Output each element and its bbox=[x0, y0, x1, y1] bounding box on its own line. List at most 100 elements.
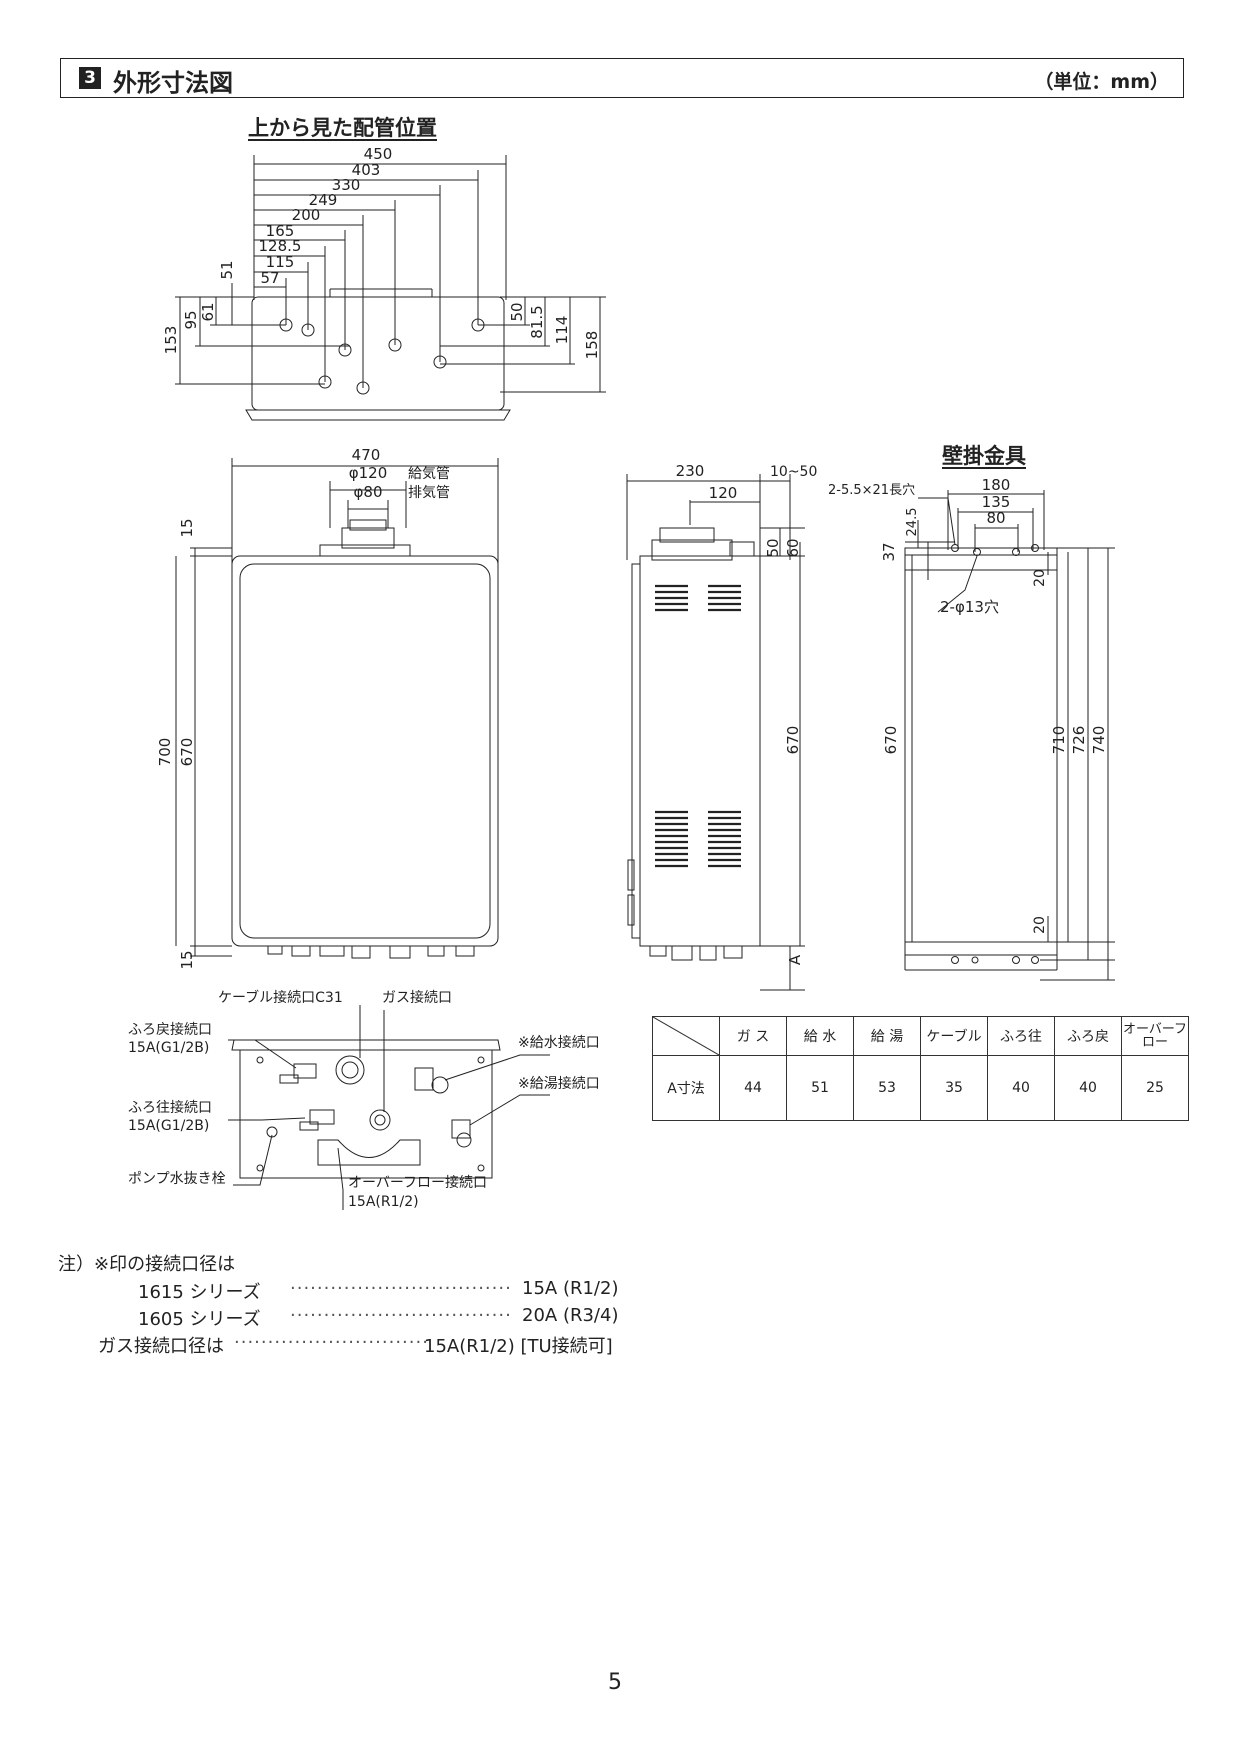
table-header-cell: ふろ戻 bbox=[1054, 1016, 1122, 1056]
table-header-row: ガ ス 給 水 給 湯 ケーブル ふろ往 ふろ戻 オーバーフロー bbox=[652, 1016, 1189, 1056]
pump-drain-label: ポンプ水抜き栓 bbox=[128, 1171, 226, 1187]
dim-403: 403 bbox=[352, 161, 381, 179]
bath-return-label: ふろ戻接続口 bbox=[128, 1021, 212, 1038]
table-cell: 40 bbox=[987, 1055, 1055, 1121]
table-cell: 53 bbox=[853, 1055, 921, 1121]
note-leader-dots: ································· bbox=[290, 1278, 512, 1299]
dim-81-5: 81.5 bbox=[528, 305, 546, 338]
table-cell: 25 bbox=[1121, 1055, 1189, 1121]
dim-51: 51 bbox=[218, 260, 236, 279]
table-cell: 35 bbox=[920, 1055, 988, 1121]
dim-115: 115 bbox=[266, 253, 295, 271]
dim-114: 114 bbox=[553, 316, 571, 345]
gas-port-label: ガス接続口 bbox=[382, 989, 452, 1006]
dim-249: 249 bbox=[309, 191, 338, 209]
table-row-label: A寸法 bbox=[652, 1055, 720, 1121]
dim-670-bracket: 670 bbox=[882, 726, 900, 755]
section-header: 3 外形寸法図 （単位：mm） bbox=[60, 58, 1184, 98]
dim-153: 153 bbox=[162, 326, 180, 355]
dim-165: 165 bbox=[266, 222, 295, 240]
page-number: 5 bbox=[608, 1670, 622, 1695]
hot-water-label: ※給湯接続口 bbox=[518, 1075, 600, 1092]
cable-port-label: ケーブル接続口C31 bbox=[218, 989, 343, 1006]
slot-label: 2-5.5×21長穴 bbox=[828, 483, 915, 498]
dim-180: 180 bbox=[982, 476, 1011, 494]
dim-120-side: 120 bbox=[709, 484, 738, 502]
top-view-drawing bbox=[175, 155, 606, 421]
unit-label: （単位：mm） bbox=[1034, 71, 1169, 93]
dim-a-side: A bbox=[786, 954, 804, 965]
note-leader-dots: ································· bbox=[290, 1305, 512, 1326]
flue-supply-label: 給気管 bbox=[408, 466, 450, 482]
wall-bracket-title: 壁掛金具 bbox=[942, 444, 1026, 468]
bottom-view-drawing bbox=[228, 1005, 550, 1210]
dim-330: 330 bbox=[332, 176, 361, 194]
bath-return-size: 15A(G1/2B) bbox=[128, 1040, 209, 1056]
dim-740: 740 bbox=[1090, 726, 1108, 755]
dim-95: 95 bbox=[182, 310, 200, 329]
dim-726: 726 bbox=[1070, 726, 1088, 755]
bath-out-label: ふろ往接続口 bbox=[128, 1099, 212, 1116]
dim-20-top: 20 bbox=[1032, 569, 1048, 587]
a-dimension-table: ガ ス 給 水 給 湯 ケーブル ふろ往 ふろ戻 オーバーフロー A寸法 44 … bbox=[652, 1016, 1189, 1121]
note-value-1605: 20A (R3/4) bbox=[522, 1305, 619, 1326]
dim-15-top: 15 bbox=[178, 518, 196, 537]
dim-670-side: 670 bbox=[784, 726, 802, 755]
dim-700: 700 bbox=[156, 738, 174, 767]
wall-bracket-drawing bbox=[904, 490, 1115, 981]
table-cell: 44 bbox=[719, 1055, 787, 1121]
note-series-1605: 1605 シリーズ bbox=[138, 1309, 261, 1330]
table-header-cell: 給 水 bbox=[786, 1016, 854, 1056]
table-cell: 51 bbox=[786, 1055, 854, 1121]
dim-phi80: φ80 bbox=[354, 483, 383, 501]
front-view-drawing bbox=[175, 458, 499, 959]
dim-230: 230 bbox=[676, 462, 705, 480]
table-corner-cell bbox=[652, 1016, 720, 1056]
note-leader-dots: ····························· bbox=[234, 1332, 429, 1353]
side-view-louvers bbox=[655, 584, 741, 868]
table-header-cell: ケーブル bbox=[920, 1016, 988, 1056]
dim-450: 450 bbox=[364, 145, 393, 163]
dim-470: 470 bbox=[352, 446, 381, 464]
hole-label: 2-φ13穴 bbox=[940, 598, 999, 616]
flue-exhaust-label: 排気管 bbox=[408, 485, 450, 501]
top-view-title: 上から見た配管位置 bbox=[248, 116, 437, 140]
bath-out-size: 15A(G1/2B) bbox=[128, 1118, 209, 1134]
dim-phi120: φ120 bbox=[349, 464, 388, 482]
dim-60-side: 60 bbox=[784, 538, 802, 557]
dim-135: 135 bbox=[982, 493, 1011, 511]
side-view-drawing bbox=[626, 474, 805, 991]
dim-158: 158 bbox=[583, 331, 601, 360]
dim-670-front: 670 bbox=[178, 738, 196, 767]
dim-37: 37 bbox=[880, 542, 898, 561]
table-header-cell: ふろ往 bbox=[987, 1016, 1055, 1056]
section-number: 3 bbox=[79, 67, 101, 89]
table-header-cell: オーバーフロー bbox=[1121, 1016, 1189, 1056]
note-line-1: 注）※印の接続口径は bbox=[58, 1254, 236, 1275]
dim-50-top: 50 bbox=[508, 302, 526, 321]
table-cell: 40 bbox=[1054, 1055, 1122, 1121]
note-value-1615: 15A (R1/2) bbox=[522, 1278, 619, 1299]
table-header-cell: 給 湯 bbox=[853, 1016, 921, 1056]
dim-50-side: 50 bbox=[764, 538, 782, 557]
note-gas-value: 15A(R1/2) [TU接続可] bbox=[424, 1336, 613, 1357]
dim-gap: 10~50 bbox=[770, 464, 817, 480]
dim-710: 710 bbox=[1050, 726, 1068, 755]
table-header-cell: ガ ス bbox=[719, 1016, 787, 1056]
dim-128-5: 128.5 bbox=[259, 237, 302, 255]
note-series-1615: 1615 シリーズ bbox=[138, 1282, 261, 1303]
dim-200: 200 bbox=[292, 206, 321, 224]
note-gas-label: ガス接続口径は bbox=[98, 1336, 224, 1357]
dim-20-bottom: 20 bbox=[1032, 916, 1048, 934]
dim-15-bottom: 15 bbox=[178, 950, 196, 969]
dim-57: 57 bbox=[260, 269, 279, 287]
water-supply-label: ※給水接続口 bbox=[518, 1034, 600, 1051]
dim-24-5: 24.5 bbox=[905, 508, 920, 537]
section-title: 外形寸法図 bbox=[113, 69, 233, 97]
overflow-size: 15A(R1/2) bbox=[348, 1194, 419, 1210]
corner-diagonal bbox=[653, 1017, 719, 1055]
table-row: A寸法 44 51 53 35 40 40 25 bbox=[652, 1055, 1189, 1121]
overflow-label: オーバーフロー接続口 bbox=[348, 1174, 487, 1191]
dim-80: 80 bbox=[986, 509, 1005, 527]
